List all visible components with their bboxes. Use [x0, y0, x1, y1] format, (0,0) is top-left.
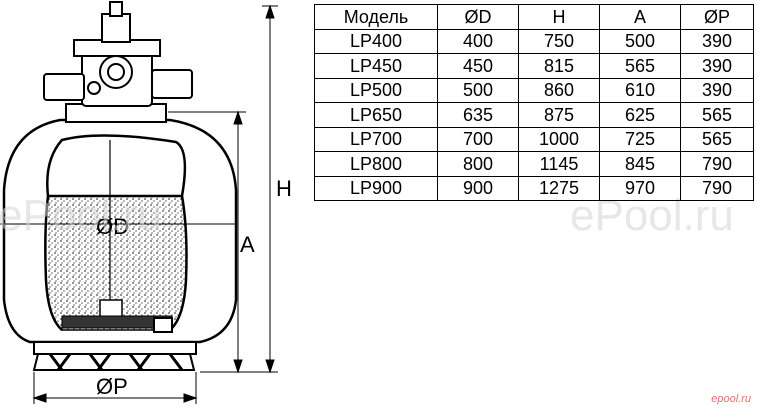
cell-op: 790 — [680, 151, 754, 177]
brand-logo: epool.ru — [711, 393, 751, 405]
col-header-model: Модель — [314, 4, 438, 30]
col-header-a: A — [599, 4, 681, 30]
table-row: LP650 635 875 625 565 — [314, 102, 754, 128]
cell-op: 790 — [680, 175, 754, 201]
col-header-op: ØP — [680, 4, 754, 30]
cell-model: LP700 — [314, 126, 438, 152]
cell-model: LP800 — [314, 151, 438, 177]
cell-od: 400 — [437, 28, 519, 54]
dim-od-label: ØD — [96, 214, 129, 239]
table-row: LP800 800 1145 845 790 — [314, 151, 754, 177]
cell-a: 725 — [599, 126, 681, 152]
spec-table: Модель ØD H A ØP LP400 400 750 500 390 L… — [314, 4, 754, 201]
cell-model: LP500 — [314, 77, 438, 103]
cell-od: 900 — [437, 175, 519, 201]
table-row: LP700 700 1000 725 565 — [314, 126, 754, 152]
table-row: LP500 500 860 610 390 — [314, 77, 754, 103]
cell-a: 565 — [599, 53, 681, 79]
cell-od: 450 — [437, 53, 519, 79]
dim-a-label: A — [240, 232, 255, 257]
table-row: LP450 450 815 565 390 — [314, 53, 754, 79]
cell-op: 390 — [680, 77, 754, 103]
cell-op: 565 — [680, 102, 754, 128]
cell-a: 500 — [599, 28, 681, 54]
multiport-valve — [43, 1, 193, 107]
cell-h: 1145 — [518, 151, 600, 177]
cell-a: 970 — [599, 175, 681, 201]
cell-model: LP400 — [314, 28, 438, 54]
cell-od: 800 — [437, 151, 519, 177]
table-row: LP900 900 1275 970 790 — [314, 175, 754, 201]
cell-a: 625 — [599, 102, 681, 128]
col-header-od: ØD — [437, 4, 519, 30]
cell-model: LP650 — [314, 102, 438, 128]
cell-h: 750 — [518, 28, 600, 54]
dim-h-label: H — [276, 176, 292, 201]
cell-od: 700 — [437, 126, 519, 152]
base-stand — [32, 341, 197, 371]
cell-op: 390 — [680, 53, 754, 79]
cell-a: 610 — [599, 77, 681, 103]
col-header-h: H — [518, 4, 600, 30]
dimension-lines — [0, 4, 278, 404]
table-row: LP400 400 750 500 390 — [314, 28, 754, 54]
cell-a: 845 — [599, 151, 681, 177]
watermark-left: ePool.ru — [0, 191, 162, 240]
cell-h: 1000 — [518, 126, 600, 152]
cell-od: 635 — [437, 102, 519, 128]
cell-op: 565 — [680, 126, 754, 152]
cell-h: 815 — [518, 53, 600, 79]
cell-op: 390 — [680, 28, 754, 54]
dim-op-label: ØP — [96, 374, 128, 399]
cell-h: 875 — [518, 102, 600, 128]
sand-bed — [44, 134, 188, 331]
cell-h: 1275 — [518, 175, 600, 201]
cell-model: LP450 — [314, 53, 438, 79]
cell-h: 860 — [518, 77, 600, 103]
drain-plug — [153, 317, 173, 333]
cell-model: LP900 — [314, 175, 438, 201]
table-header-row: Модель ØD H A ØP — [314, 4, 754, 30]
cell-od: 500 — [437, 77, 519, 103]
